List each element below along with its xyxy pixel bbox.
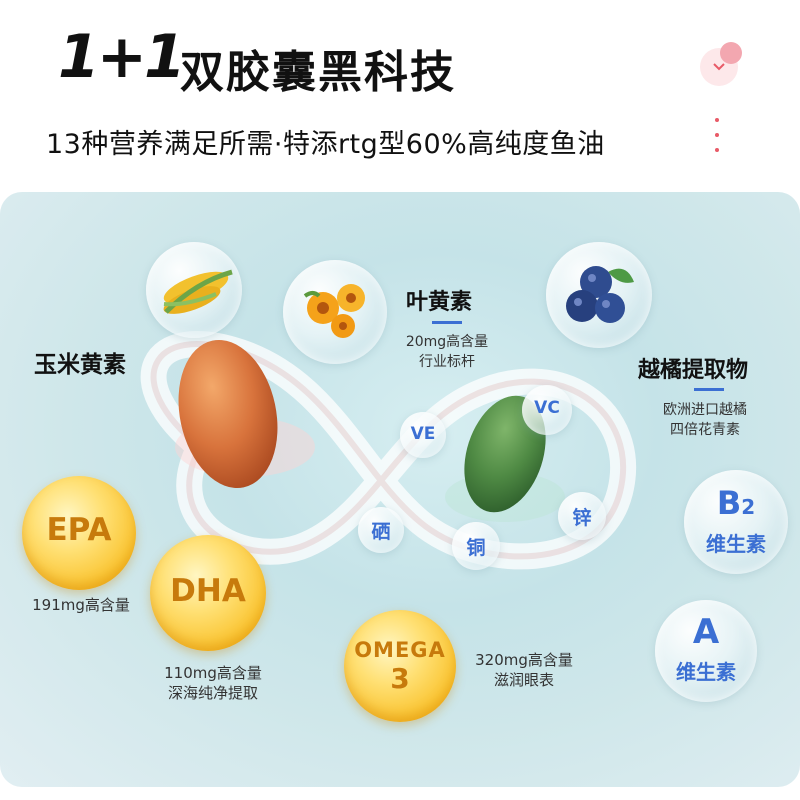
header-number: 1+1 — [58, 22, 186, 92]
lutein-underline — [432, 321, 462, 324]
green-capsule — [464, 395, 546, 513]
chevron-down-icon — [713, 63, 725, 71]
corn-icon — [163, 269, 233, 314]
epa-desc: 191mg高含量 — [32, 596, 130, 614]
orange-capsule — [178, 339, 278, 489]
corn-bubble — [146, 242, 242, 338]
vc-bubble: VC — [522, 385, 572, 435]
lutein-label: 叶黄素 — [406, 290, 473, 315]
dha-desc: 110mg高含量 深海纯净提取 — [164, 664, 262, 702]
collapse-button[interactable] — [700, 42, 742, 86]
ve-bubble: VE — [400, 412, 446, 458]
copper-bubble: 铜 — [452, 522, 500, 570]
dha-orb: DHA — [150, 535, 266, 651]
more-vertical-icon — [715, 118, 719, 122]
bilberry-underline — [694, 388, 724, 391]
omega3-desc: 320mg高含量 滋润眼表 — [475, 651, 573, 689]
vitamin-b2-bubble: B2 维生素 — [684, 470, 788, 574]
notification-dot — [720, 42, 742, 64]
page-subtitle: 13种营养满足所需·特添rtg型60%高纯度鱼油 — [46, 129, 605, 160]
page-title: 双胶囊黑科技 — [180, 47, 456, 98]
flower-bubble — [283, 260, 387, 364]
blueberry-bubble — [546, 242, 652, 348]
more-menu-button[interactable] — [710, 118, 724, 152]
bilberry-label: 越橘提取物 — [638, 358, 749, 383]
epa-orb: EPA — [22, 476, 136, 590]
lutein-desc: 20mg高含量 行业标杆 — [405, 334, 489, 370]
omega3-orb: OMEGA 3 — [344, 610, 456, 722]
blueberry-icon — [566, 266, 634, 323]
corn-label: 玉米黄素 — [34, 352, 126, 378]
selenium-bubble: 硒 — [358, 507, 404, 553]
capsules — [178, 339, 546, 513]
zinc-bubble: 锌 — [558, 492, 606, 540]
nutrient-panel: 玉米黄素 叶黄素 20mg高含量 行业标杆 越橘提取物 欧洲进 — [0, 192, 800, 787]
bilberry-desc: 欧洲进口越橘 四倍花青素 — [663, 402, 747, 438]
vitamin-a-bubble: A 维生素 — [655, 600, 757, 702]
marigold-icon — [303, 284, 365, 338]
